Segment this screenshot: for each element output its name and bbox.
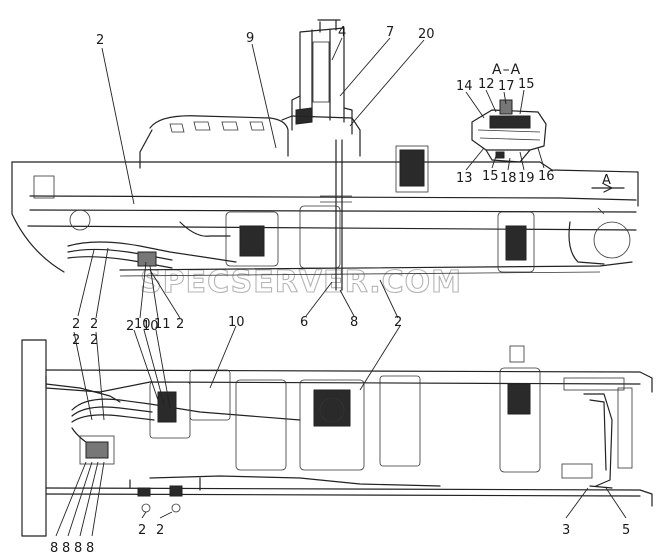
callout-top-2: 2 bbox=[96, 33, 104, 48]
callout-top-20: 20 bbox=[418, 27, 435, 42]
callout-sec-12: 12 bbox=[478, 77, 495, 92]
callout-top-2-b: 2 bbox=[72, 317, 80, 332]
callout-top-4: 4 bbox=[338, 25, 346, 40]
bottom-chassis-view bbox=[21, 339, 653, 537]
callout-bot-2-d: 2 bbox=[138, 523, 146, 538]
callout-bot-8-b: 8 bbox=[62, 541, 70, 556]
callout-sec-15: 15 bbox=[518, 77, 535, 92]
callout-top-2-d: 2 bbox=[176, 317, 184, 332]
callout-top-9: 9 bbox=[246, 31, 254, 46]
callout-sec-17: 17 bbox=[498, 79, 515, 94]
callout-bot-3: 3 bbox=[562, 523, 570, 538]
callout-bot-10-b: 10 bbox=[228, 315, 245, 330]
callout-sec-18: 18 bbox=[500, 171, 517, 186]
callout-bot-8-d: 8 bbox=[86, 541, 94, 556]
callout-bot-2-e: 2 bbox=[156, 523, 164, 538]
watermark: SPECSERVER.COM bbox=[140, 265, 462, 300]
callout-sec-13: 13 bbox=[456, 171, 473, 186]
callout-bot-8-c: 8 bbox=[74, 541, 82, 556]
section-marker-a: А bbox=[602, 173, 611, 188]
section-callouts: 14 12 17 15 13 15 18 19 16 bbox=[456, 77, 555, 186]
callout-top-6: 6 bbox=[300, 315, 308, 330]
callout-sec-14: 14 bbox=[456, 79, 473, 94]
section-title: А–А bbox=[492, 62, 521, 78]
callout-top-10: 10 bbox=[134, 317, 151, 332]
callout-bot-2-c: 2 bbox=[126, 319, 134, 334]
callout-top-7: 7 bbox=[386, 25, 394, 40]
callout-sec-16: 16 bbox=[538, 169, 555, 184]
bottom-leaders bbox=[55, 325, 627, 537]
bottom-callouts: 2 2 2 10 10 8 8 8 8 2 2 3 5 bbox=[50, 315, 630, 556]
callout-bot-2-b: 2 bbox=[90, 333, 98, 348]
callout-bot-5: 5 bbox=[622, 523, 630, 538]
callout-bot-10: 10 bbox=[142, 319, 159, 334]
callout-bot-2: 2 bbox=[72, 333, 80, 348]
top-leaders bbox=[77, 37, 425, 319]
callout-top-8: 8 bbox=[350, 315, 358, 330]
callout-top-2-e: 2 bbox=[394, 315, 402, 330]
callout-top-2-c: 2 bbox=[90, 317, 98, 332]
section-a-a: А–А bbox=[471, 62, 547, 163]
callout-top-11: 11 bbox=[154, 317, 171, 332]
callout-sec-15-b: 15 bbox=[482, 169, 499, 184]
top-callouts: 2 9 4 7 20 2 2 10 11 2 6 8 2 bbox=[72, 25, 435, 332]
top-chassis-view: А bbox=[11, 19, 639, 291]
callout-sec-19: 19 bbox=[518, 171, 535, 186]
section-leaders bbox=[465, 89, 545, 171]
callout-bot-8: 8 bbox=[50, 541, 58, 556]
